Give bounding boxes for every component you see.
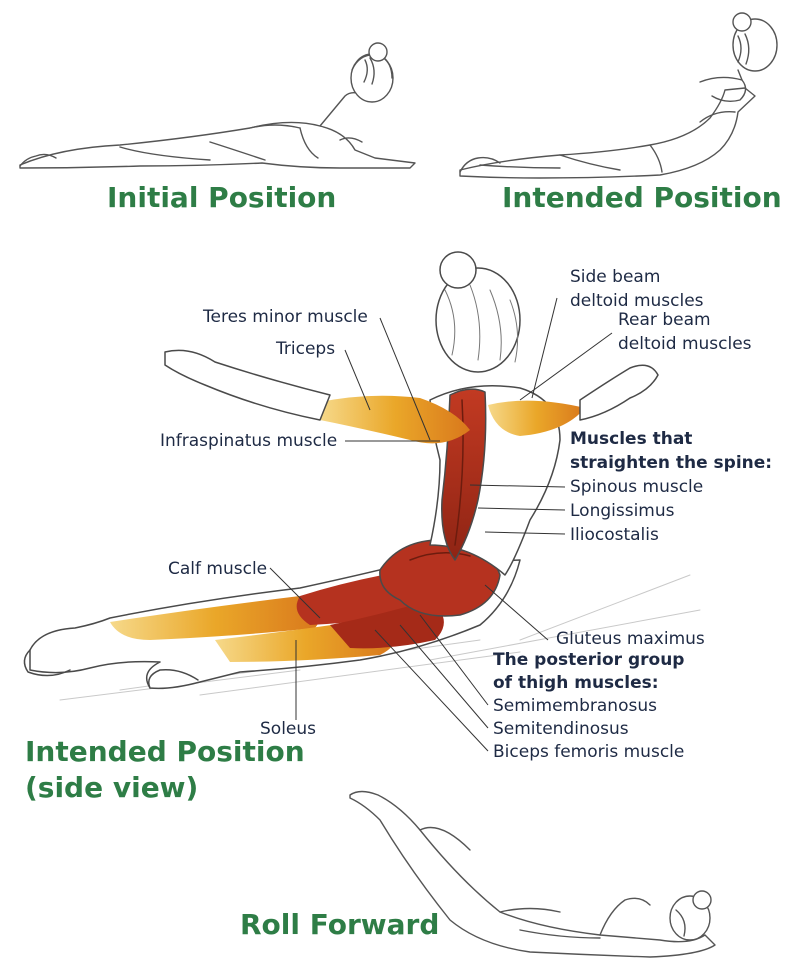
label-teres-minor: Teres minor muscle — [203, 307, 368, 327]
label-semitendinosus: Semitendinosus — [493, 719, 629, 739]
caption-roll-forward: Roll Forward — [240, 908, 440, 941]
label-side-beam-deltoid-1: Side beam — [570, 267, 661, 287]
label-spine-group-2: straighten the spine: — [570, 453, 773, 473]
label-semimembranosus: Semimembranosus — [493, 696, 657, 716]
label-soleus: Soleus — [260, 719, 317, 739]
label-iliocostalis: Iliocostalis — [570, 525, 659, 545]
caption-intended-position: Intended Position — [502, 181, 782, 214]
figure-intended-position — [459, 12, 778, 179]
label-rear-beam-deltoid-2: deltoid muscles — [618, 334, 752, 354]
leader-lines — [269, 297, 613, 752]
label-triceps: Triceps — [276, 339, 336, 359]
caption-side-view-title: Intended Position — [25, 735, 305, 768]
caption-side-view-subtitle: (side view) — [25, 771, 199, 804]
label-biceps-femoris: Biceps femoris muscle — [493, 742, 685, 762]
figure-roll-forward — [349, 790, 716, 958]
label-calf-muscle: Calf muscle — [168, 559, 268, 579]
figure-side-view — [23, 251, 701, 701]
label-thigh-group-1: The posterior group — [493, 650, 685, 670]
label-infraspinatus: Infraspinatus muscle — [160, 431, 338, 451]
label-spine-group-1: Muscles that — [570, 429, 693, 449]
label-rear-beam-deltoid-1: Rear beam — [618, 310, 711, 330]
caption-initial-position: Initial Position — [107, 181, 337, 214]
label-thigh-group-2: of thigh muscles: — [493, 673, 659, 693]
label-spinous-muscle: Spinous muscle — [570, 477, 704, 497]
label-gluteus-maximus: Gluteus maximus — [556, 629, 705, 649]
label-longissimus: Longissimus — [570, 501, 675, 521]
label-side-beam-deltoid-2: deltoid muscles — [570, 291, 704, 311]
figure-initial-position — [19, 42, 416, 169]
